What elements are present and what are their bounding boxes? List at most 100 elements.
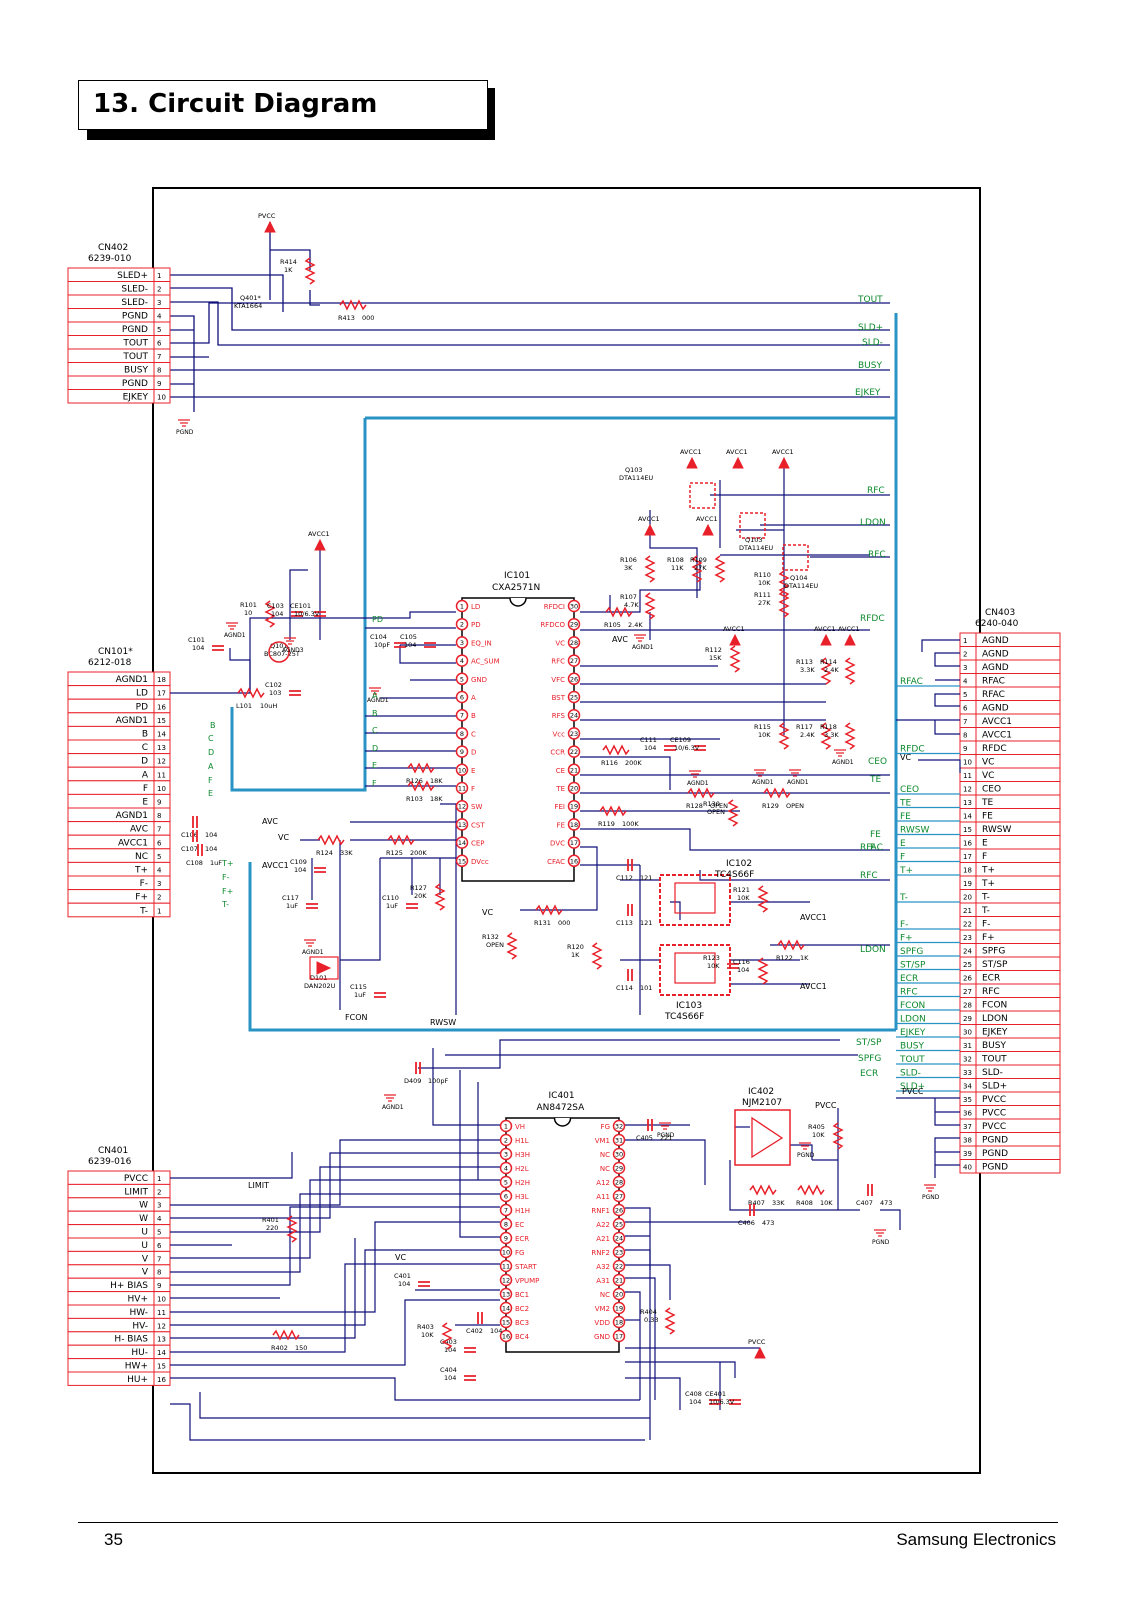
ic101-pin-right (567, 836, 581, 849)
cn403-pin-number: 5 (963, 691, 967, 699)
ic101-pin-number: 7 (460, 712, 464, 720)
ic102-part: TC4S66F (714, 870, 754, 880)
component-value: 10/6.3V (294, 610, 320, 618)
ic401-pin-left (499, 1175, 513, 1189)
component-ref: R408 (796, 1199, 813, 1207)
bus-label: TE (869, 775, 881, 785)
component-value: 33K (340, 849, 353, 857)
cn101-pin-number: 9 (157, 799, 161, 807)
ground-symbol (799, 1142, 811, 1150)
ic101-pin-name: VC (555, 639, 565, 647)
ic101-pin-number: 4 (460, 657, 464, 665)
power-tag-arrow (729, 633, 741, 646)
cn403-pin-number: 8 (963, 732, 967, 740)
ic401-pin-number: 13 (502, 1291, 510, 1299)
cn401-pin-number: 14 (157, 1349, 166, 1357)
cn403-pin-number: 38 (963, 1137, 972, 1145)
component-ref: C106 (181, 831, 198, 839)
component-ref: R108 (667, 556, 684, 564)
resistor-symbol (237, 687, 265, 699)
component-value: 104 (271, 610, 283, 618)
component-ref: R126 (406, 777, 423, 785)
cn402-pin-label: EJKEY (123, 393, 149, 403)
ic401-pin-right (612, 1231, 626, 1245)
ic401-pin-number: 5 (504, 1179, 508, 1187)
cn402-pin-number: 4 (157, 313, 162, 321)
misc-label: A (372, 691, 378, 700)
ic101-pin-number: 8 (460, 730, 464, 738)
ic101-pin-number: 30 (570, 603, 578, 611)
power-tag-label: AVCC1 (308, 530, 330, 538)
resistor-symbol (339, 299, 367, 311)
misc-label: F+ (222, 887, 233, 896)
cn401-pin-label: H+ BIAS (110, 1281, 148, 1291)
cn101-name: CN101* (98, 647, 133, 657)
ground-label: PGND (176, 429, 194, 436)
bus-label: LDON (860, 945, 886, 955)
component-value: 200K (625, 759, 642, 767)
resistor-symbol (644, 592, 656, 620)
component-value: 121 (640, 919, 652, 927)
ic401-pin-name: BC2 (515, 1305, 529, 1313)
component-value: 10K (758, 579, 771, 587)
ic101-pin-name: FE (557, 821, 565, 829)
resistor-symbol (434, 883, 446, 911)
device-part: DAN202U (304, 982, 336, 990)
cn403-pin-label: PGND (982, 1163, 1008, 1173)
component-ref: C402 (466, 1327, 483, 1335)
misc-label: B (372, 709, 378, 718)
component-value: 200K (410, 849, 427, 857)
ic401-pin-name: RNF2 (591, 1249, 610, 1257)
ic101-pin-name: AC_SUM (471, 658, 500, 666)
cn403-net-label: CEO (900, 785, 919, 795)
cn401-pin-label: W (139, 1214, 148, 1224)
capacitor-symbol (627, 859, 633, 871)
cn401-pin-number: 10 (157, 1296, 166, 1304)
cn402-pin-number: 7 (157, 353, 161, 361)
ic401-pin-name: NC (600, 1165, 610, 1173)
cn403-pin-label: RWSW (982, 825, 1012, 835)
transistor-boxes (689, 482, 809, 571)
ground-label: AGND1 (302, 949, 324, 956)
misc-label: T+ (221, 859, 234, 868)
bus-label: RFC (867, 486, 885, 496)
misc-label: F- (222, 873, 230, 882)
ic101-pin-name: CFAC (547, 858, 565, 866)
ic101-pin-left (455, 672, 469, 686)
ic401-pin-number: 14 (502, 1305, 510, 1313)
resistor-symbol (387, 834, 415, 846)
cn101-pin-number: 13 (157, 744, 166, 752)
component-value: 104 (490, 1327, 502, 1335)
component-ref: C405 (636, 1134, 653, 1142)
component-ref: R121 (733, 886, 750, 894)
bus-label: EJKEY (855, 388, 881, 398)
capacitor-symbol (192, 816, 198, 828)
cn402-pin-label: SLED- (121, 298, 148, 308)
ic101-pin-name: Vcc (553, 730, 566, 738)
ic101-pin-number: 10 (458, 766, 466, 774)
ic101-pin-name: TE (555, 785, 565, 793)
cn101-part: 6212-018 (88, 658, 132, 668)
device-ref: Q104 (790, 574, 808, 582)
resistor-symbol (286, 1215, 298, 1243)
misc-label: PD (372, 615, 383, 624)
ic401-pin-name: VH (515, 1123, 525, 1131)
cn403-label-cell (975, 835, 1061, 850)
power-tag-arrow (264, 220, 276, 233)
cn403-pin-number: 1 (963, 637, 967, 645)
ic401-pin-name: VPUMP (515, 1277, 539, 1285)
cn402-pin-label: BUSY (124, 366, 148, 376)
cn403-pin-label: PVCC (982, 1122, 1006, 1132)
capacitor-symbol (729, 1399, 741, 1405)
component-value: 103 (269, 689, 281, 697)
cn401-pin-label: V (142, 1268, 149, 1278)
ic401-pin-number: 3 (504, 1151, 508, 1159)
component-ref: R414 (280, 258, 297, 266)
misc-label: PVCC (815, 1101, 837, 1110)
cn403-net-label: TE (899, 799, 911, 809)
ic101-pin-left (455, 617, 469, 631)
cn101-pin-number: 18 (157, 676, 166, 684)
misc-label: C (372, 726, 378, 735)
